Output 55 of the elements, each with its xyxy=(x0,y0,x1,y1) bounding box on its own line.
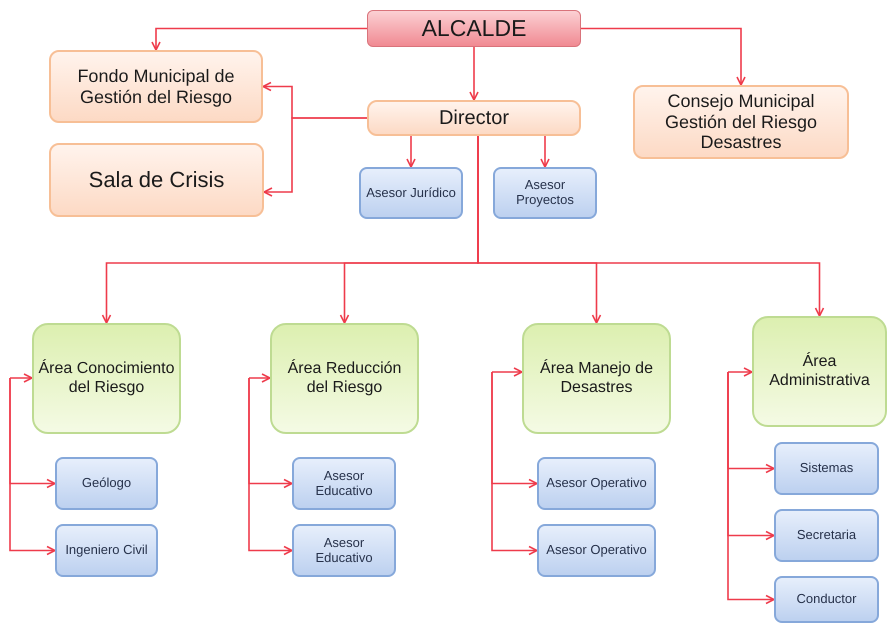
org-box xyxy=(359,167,463,219)
org-box xyxy=(367,100,581,136)
org-box xyxy=(774,509,879,562)
connector-arrow xyxy=(540,136,550,168)
connector-arrow xyxy=(406,136,416,168)
role-label: Secretaria xyxy=(796,528,856,543)
org-box xyxy=(270,323,419,434)
connector-arrow xyxy=(263,117,367,197)
org-box xyxy=(537,457,656,510)
connector-arrow xyxy=(581,28,746,86)
org-box xyxy=(32,323,181,434)
role-label: Conductor xyxy=(796,592,856,607)
connector-arrow xyxy=(491,372,538,556)
role-label: Asesor Operativo xyxy=(546,543,647,558)
connector-arrow xyxy=(727,372,775,604)
connector-arrow xyxy=(9,373,33,383)
role-label: Área Administrativa xyxy=(768,353,871,390)
org-box xyxy=(49,50,263,123)
org-box xyxy=(522,323,671,434)
connector-arrow xyxy=(151,28,367,51)
role-label: ALCALDE xyxy=(422,15,526,42)
role-label: Ingeniero Civil xyxy=(65,543,148,558)
connector-arrow xyxy=(477,136,824,317)
role-label: Consejo Municipal Gestión del Riesgo Desastres xyxy=(664,90,818,154)
org-box xyxy=(55,457,158,510)
connector-arrow xyxy=(9,378,56,556)
org-box xyxy=(537,524,656,577)
org-box xyxy=(55,524,158,577)
role-label: Sala de Crisis xyxy=(88,167,224,193)
role-label: Sistemas xyxy=(800,461,854,476)
org-box xyxy=(774,576,879,623)
role-label: Asesor Educativo xyxy=(314,468,374,498)
role-label: Área Reducción del Riesgo xyxy=(286,360,402,397)
org-box xyxy=(774,442,879,495)
org-box xyxy=(292,457,396,510)
role-label: Asesor Operativo xyxy=(546,476,647,491)
org-box xyxy=(292,524,396,577)
role-label: Director xyxy=(438,106,509,130)
role-label: Área Manejo de Desastres xyxy=(539,360,654,397)
role-label: Fondo Municipal de Gestión del Riesgo xyxy=(76,66,236,108)
connector-arrow xyxy=(491,367,523,377)
org-box xyxy=(752,316,887,427)
role-label: Asesor Proyectos xyxy=(515,178,575,208)
role-label: Asesor Jurídico xyxy=(366,186,456,200)
org-box xyxy=(493,167,597,219)
role-label: Geólogo xyxy=(82,476,132,491)
connector-arrow xyxy=(727,367,753,377)
org-box xyxy=(633,85,849,159)
role-label: Área Conocimiento del Riesgo xyxy=(38,360,175,397)
role-label: Asesor Educativo xyxy=(314,536,374,566)
connector-arrow xyxy=(469,47,479,101)
connector-arrow xyxy=(248,373,271,383)
connector-arrow xyxy=(248,378,293,556)
org-box xyxy=(49,143,264,217)
org-box xyxy=(367,10,581,47)
